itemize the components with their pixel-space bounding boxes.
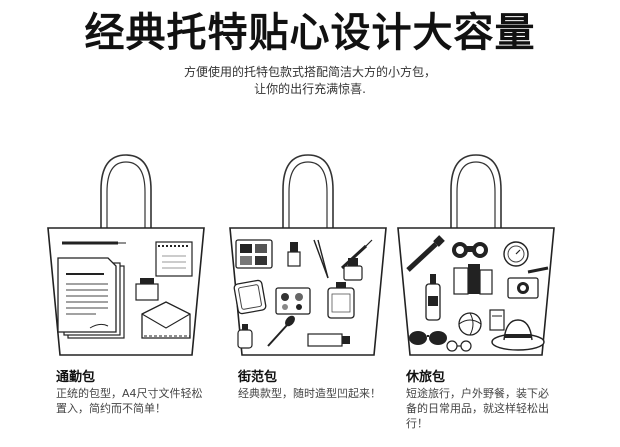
bag-description: 经典款型，随时造型凹起来！ <box>238 387 381 400</box>
perfume-bottle-icon <box>327 282 355 319</box>
knife-icon <box>527 266 549 274</box>
makeup-brush-icon <box>267 315 295 347</box>
tweezers-icon <box>313 239 329 279</box>
page-title: 经典托特贴心设计大容量 <box>84 10 536 56</box>
notepad-icon <box>155 241 193 277</box>
bag-street: 街范包 经典款型，随时造型凹起来！ <box>228 150 388 430</box>
envelope-icon <box>141 301 191 339</box>
bag-travel: 休旅包 短途旅行，户外野餐，装下必备的日常用品，就这样轻松出行！ <box>396 150 556 430</box>
eyeshadow-palette-icon <box>235 239 273 269</box>
sunglasses-icon <box>409 331 447 345</box>
tote-bag-street-illustration <box>229 154 387 356</box>
bag-name: 通勤包 <box>56 370 96 385</box>
cream-tube-icon <box>307 333 350 347</box>
binoculars-icon <box>452 242 488 258</box>
sun-hat-icon <box>491 319 545 351</box>
glasses-icon <box>446 340 472 352</box>
bag-commute: 通勤包 正统的包型，A4尺寸文件轻松置入，简约而不简单！ <box>46 150 206 430</box>
compact-mirror-icon <box>233 279 267 315</box>
bag-name: 街范包 <box>238 370 278 385</box>
subtitle-line-1: 方便使用的托特包款式搭配简洁大方的小方包， <box>183 65 436 79</box>
tote-bag-commute-illustration <box>47 154 205 356</box>
lotion-bottle-icon <box>237 324 253 349</box>
subtitle-line-2: 让你的出行充满惊喜. <box>254 82 366 96</box>
blush-palette-icon <box>275 287 311 315</box>
wine-bottle-icon <box>425 274 441 321</box>
drink-cup-icon <box>489 309 505 331</box>
documents-icon <box>57 257 125 339</box>
bag-name: 休旅包 <box>406 370 446 385</box>
bag-description: 短途旅行，户外野餐，装下必备的日常用品，就这样轻松出行！ <box>406 387 549 430</box>
telescope-icon <box>406 235 445 272</box>
page-subtitle: 方便使用的托特包款式搭配简洁大方的小方包， 让你的出行充满惊喜. <box>0 64 620 98</box>
ball-icon <box>458 312 482 336</box>
tote-bag-travel-illustration <box>397 154 555 356</box>
camera-icon <box>507 277 539 299</box>
nail-polish-icon <box>343 258 363 281</box>
mascara-icon <box>340 239 373 270</box>
clock-icon <box>503 241 529 267</box>
ink-bottle-icon <box>135 278 159 301</box>
bottles-icon <box>453 264 493 295</box>
bag-description: 正统的包型，A4尺寸文件轻松置入，简约而不简单！ <box>56 387 203 415</box>
lipstick-icon <box>287 242 301 267</box>
